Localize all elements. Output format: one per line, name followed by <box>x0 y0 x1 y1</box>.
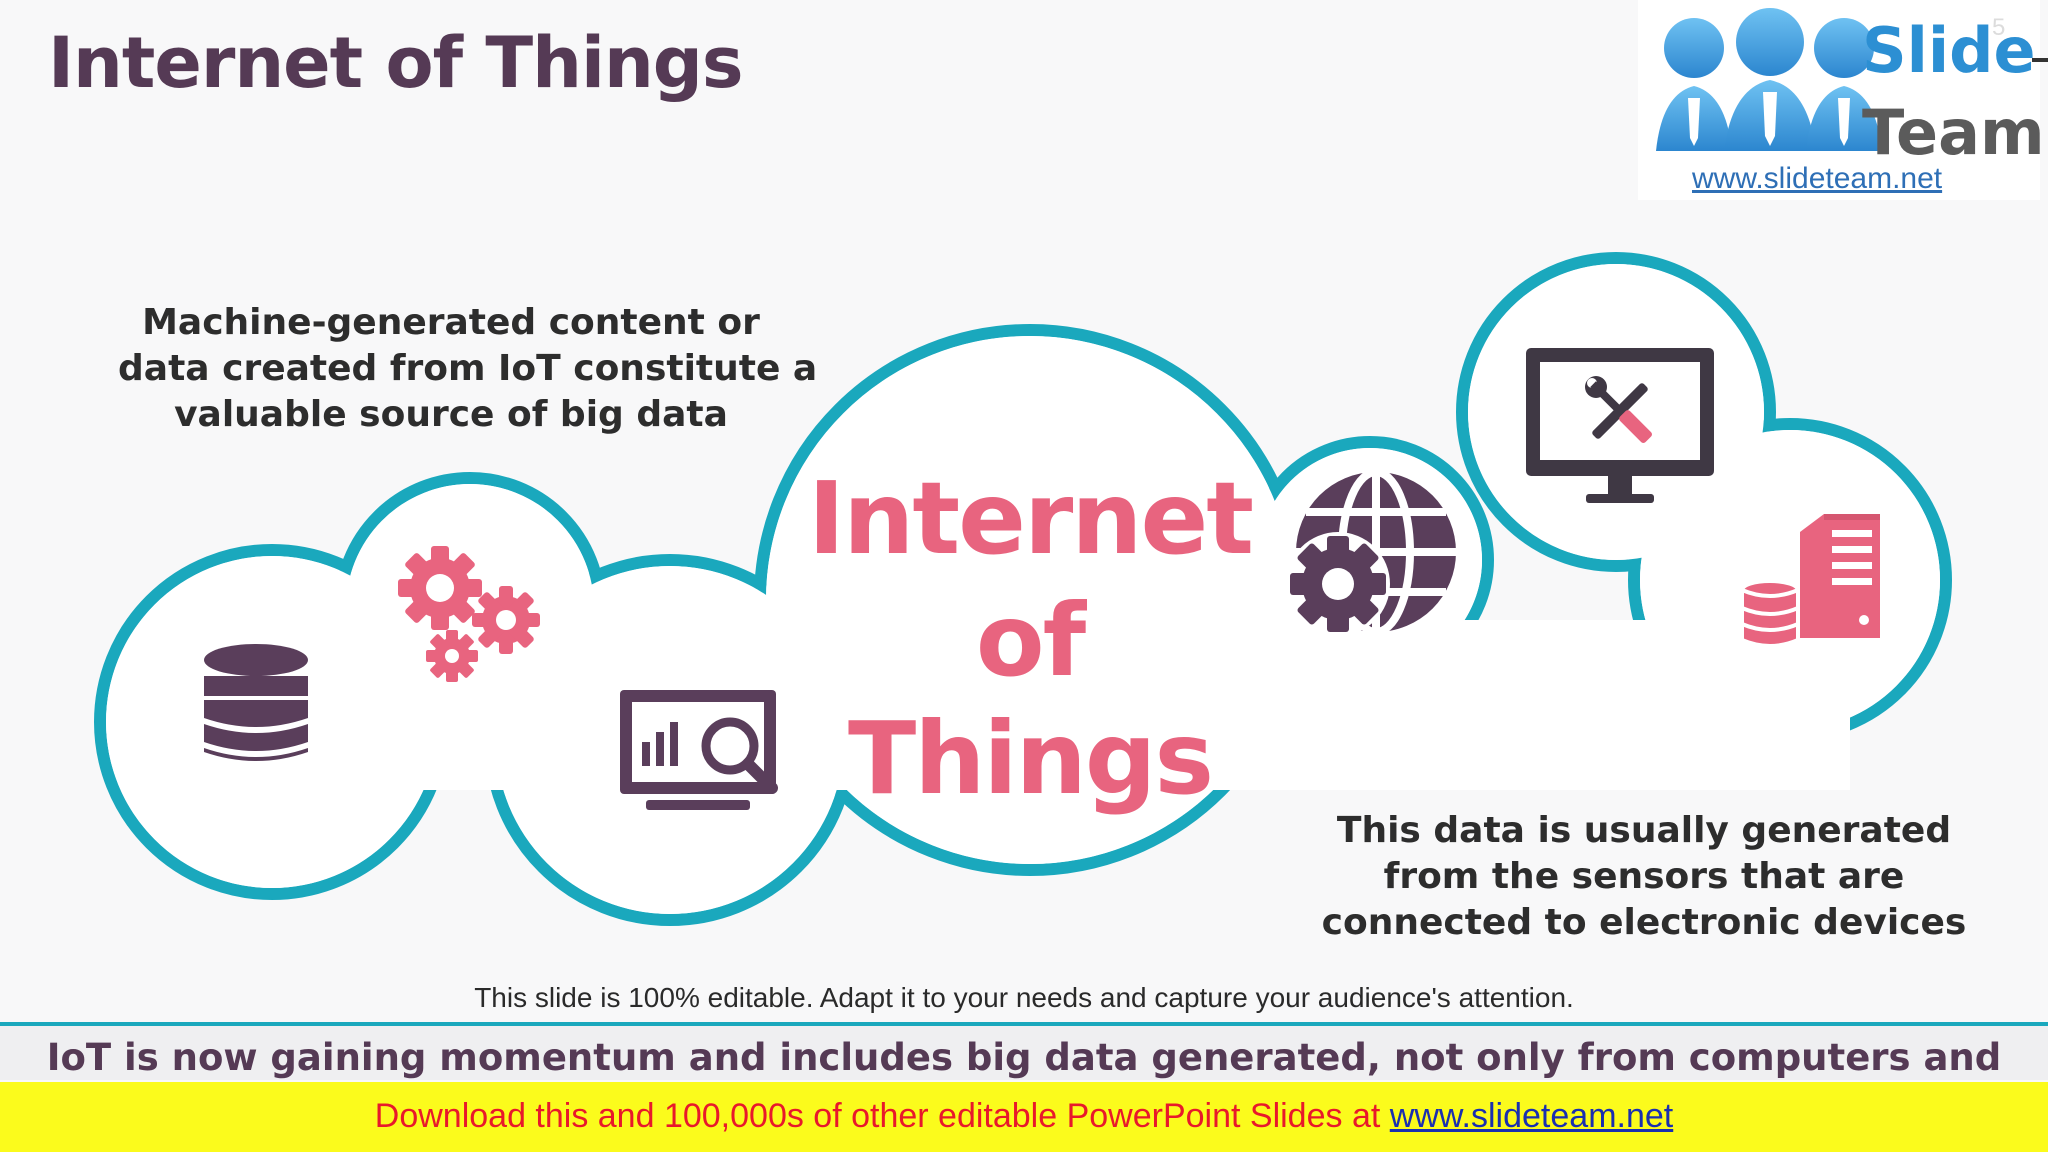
page-number: 5 <box>1992 14 2006 41</box>
divider-line <box>0 1022 2048 1026</box>
description-bottom-line: This data is usually generated <box>1336 810 1952 851</box>
bottom-caption: IoT is now gaining momentum and includes… <box>46 1036 2002 1079</box>
server-disk-stack <box>1740 579 1800 648</box>
description-bottom-line: connected to electronic devices <box>1321 902 1967 943</box>
bottom-band <box>0 1026 2048 1080</box>
description-bottom: This data is usually generated from the … <box>1320 808 1968 946</box>
database-icon <box>204 644 308 761</box>
description-top-line: valuable source of big data <box>174 394 728 435</box>
description-top-line: Machine-generated content or <box>142 302 760 343</box>
people-logo-icon <box>1656 8 1882 151</box>
description-bottom-line: from the sensors that are <box>1383 856 1905 897</box>
cloud-heading-line: of <box>975 582 1086 699</box>
tools-monitor-icon <box>1526 348 1714 503</box>
logo-url-link[interactable]: www.slideteam.net <box>1692 162 1943 195</box>
logo-divider <box>2032 58 2048 62</box>
server-icon <box>1740 514 1880 648</box>
cloud-fill <box>106 264 1940 914</box>
cloud-heading-line: Things <box>848 700 1214 817</box>
analytics-monitor-icon <box>620 690 778 810</box>
gears-icon <box>398 546 540 682</box>
description-top-line: data created from IoT constitute a <box>118 348 818 389</box>
globe-gear-icon <box>1286 468 1456 636</box>
cloud-heading-line: Internet <box>807 460 1254 577</box>
slide-title: Internet of Things <box>48 22 744 104</box>
banner-link[interactable]: www.slideteam.net <box>1389 1097 1674 1135</box>
slideteam-logo[interactable]: Slide Team www.slideteam.net <box>1638 0 2045 200</box>
logo-word-slide: Slide <box>1862 14 2036 87</box>
banner-text: Download this and 100,000s of other edit… <box>374 1097 1390 1135</box>
description-top: Machine-generated content or data create… <box>118 300 818 438</box>
download-banner: Download this and 100,000s of other edit… <box>0 1082 2048 1152</box>
logo-word-team: Team <box>1862 96 2045 169</box>
editable-note: This slide is 100% editable. Adapt it to… <box>474 982 1574 1013</box>
